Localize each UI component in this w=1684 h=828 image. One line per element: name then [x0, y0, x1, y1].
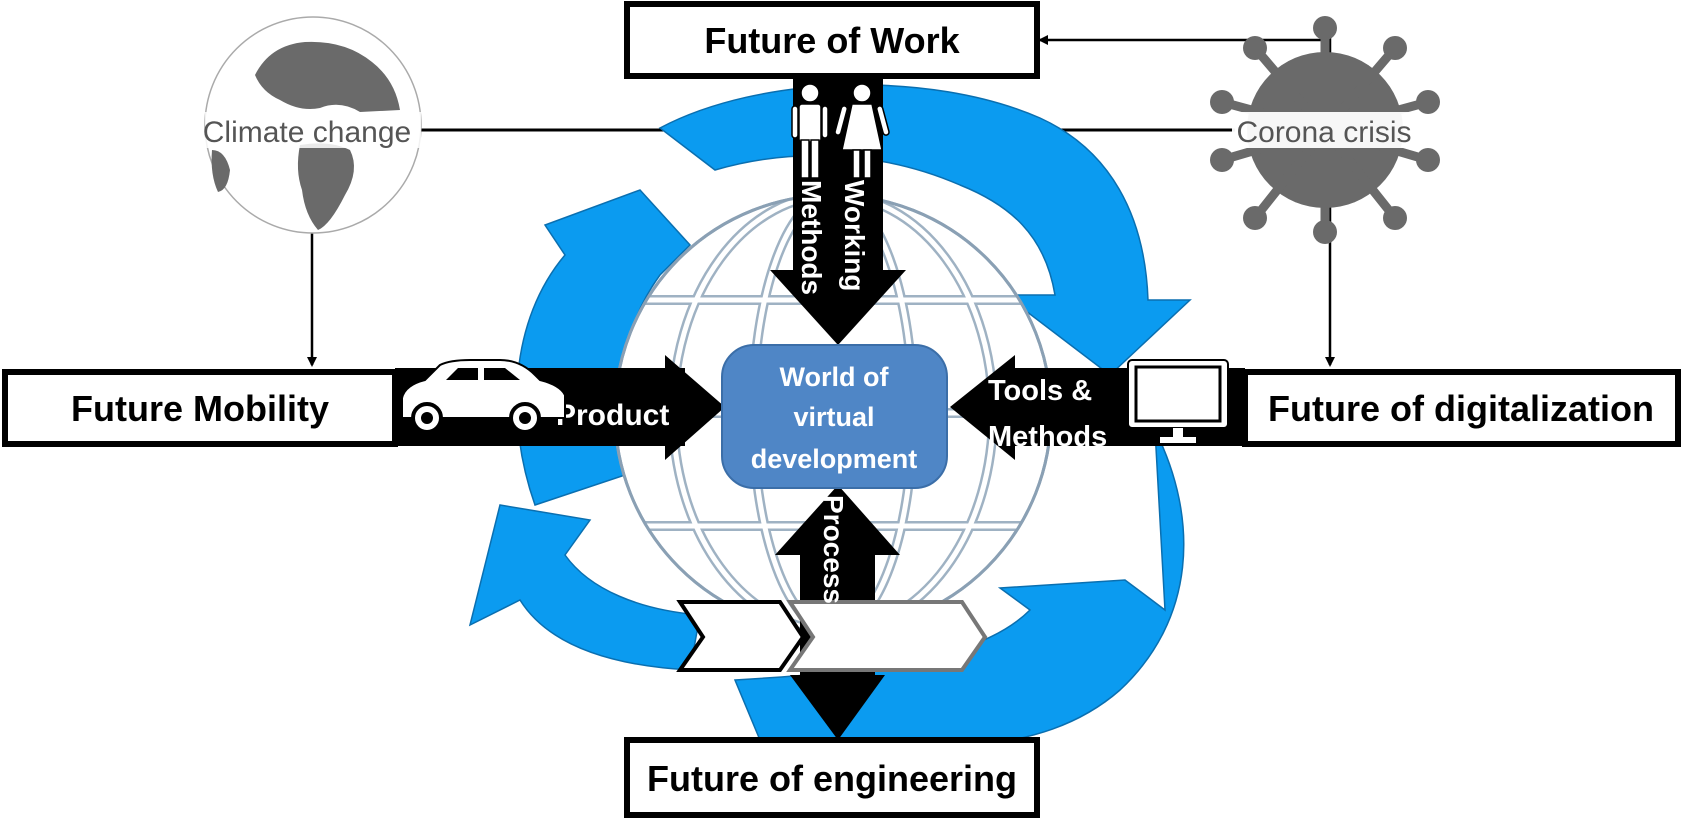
node-future-mobility: Future Mobility — [2, 369, 398, 447]
arrow-label-working: Working — [839, 180, 870, 291]
arrow-label-product: Product — [556, 399, 669, 432]
car-icon — [401, 359, 566, 434]
node-future-of-engineering: Future of engineering — [624, 737, 1040, 818]
arrow-label-process: Process — [818, 495, 849, 604]
arrow-label-methods: Methods — [796, 180, 827, 295]
woman-icon — [834, 83, 890, 179]
arrow-label-tools-line2: Methods — [988, 421, 1107, 453]
node-future-of-work-label: Future of Work — [704, 20, 960, 61]
node-future-mobility-label: Future Mobility — [71, 388, 329, 429]
monitor-icon — [1127, 359, 1229, 443]
center-label-line1: World of — [780, 362, 890, 392]
node-future-of-digitalization-label: Future of digitalization — [1268, 388, 1654, 429]
node-future-of-digitalization: Future of digitalization — [1242, 369, 1681, 447]
climate-change-label: Climate change — [203, 116, 411, 149]
virus-icon — [1210, 16, 1440, 244]
cycle-arrow-bottom-left — [468, 504, 701, 671]
arrow-label-tools-line1: Tools & — [988, 375, 1092, 407]
node-future-of-work: Future of Work — [624, 1, 1040, 79]
node-future-of-engineering-label: Future of engineering — [647, 758, 1017, 799]
chevron-process-icon — [676, 600, 988, 672]
man-icon — [791, 83, 829, 179]
center-node: World of virtual development — [721, 344, 948, 489]
globe-icon — [204, 16, 422, 234]
corona-crisis-label: Corona crisis — [1236, 116, 1411, 149]
center-label-line2: virtual — [793, 402, 874, 432]
center-label-line3: development — [751, 444, 918, 474]
